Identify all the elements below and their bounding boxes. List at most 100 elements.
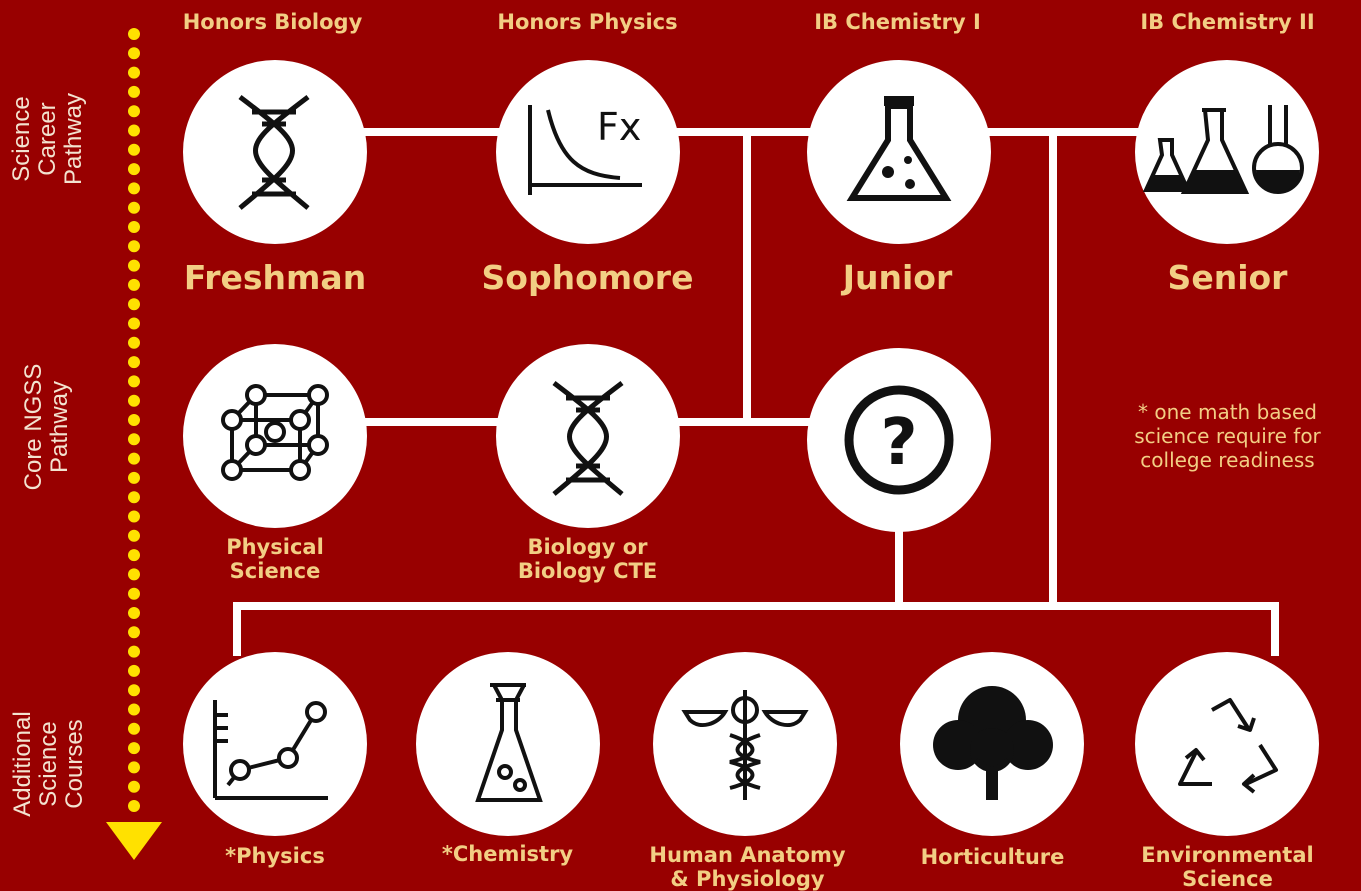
pathway-label-line: Career <box>34 102 61 176</box>
pathway-label-line: Science <box>8 96 35 182</box>
biology-circle <box>496 344 680 528</box>
timeline-dot <box>128 394 140 407</box>
flask-icon <box>846 96 952 201</box>
timeline-dot <box>128 607 140 619</box>
additional-environmental-label: Environmental Science <box>1110 843 1345 891</box>
timeline-dot <box>128 742 140 755</box>
year-sophomore: Sophomore <box>481 258 694 297</box>
chemistry-circle <box>416 652 600 836</box>
label-line: Environmental <box>1141 843 1314 867</box>
timeline-dot <box>128 124 140 137</box>
senior-circle <box>1135 60 1319 244</box>
year-freshman: Freshman <box>183 258 367 297</box>
timeline-dot <box>128 356 140 369</box>
timeline-dot <box>128 433 140 446</box>
label-line: Science <box>229 559 321 583</box>
label-line: Science <box>1182 867 1273 891</box>
label-line: Human Anatomy <box>649 843 846 867</box>
timeline-dot <box>128 47 140 60</box>
timeline-dot <box>128 85 140 98</box>
biology-label: Biology or Biology CTE <box>480 535 695 583</box>
science-career-pathway-label: Science Career Pathway <box>8 74 87 204</box>
label-line: *Physics <box>225 844 325 868</box>
note-line: science require for <box>1134 424 1321 448</box>
timeline-dot <box>128 66 140 79</box>
timeline-dot <box>128 510 140 523</box>
timeline-dot <box>128 317 140 330</box>
timeline-dot <box>128 568 140 581</box>
course-honors-biology: Honors Biology <box>182 10 363 34</box>
timeline-dot <box>128 529 140 542</box>
pathway-label-line: Core NGSS <box>20 363 47 491</box>
environmental-circle <box>1135 652 1319 836</box>
timeline-arrowhead <box>106 822 162 860</box>
question-mark-icon: ? <box>844 385 954 495</box>
timeline-dot <box>128 414 140 426</box>
physical-science-circle <box>183 344 367 528</box>
timeline-dot <box>128 163 140 176</box>
caduceus-icon <box>681 690 809 800</box>
timeline-dot <box>128 645 140 658</box>
pathway-label-line: Courses <box>61 719 88 809</box>
freshman-circle <box>183 60 367 244</box>
junior-circle <box>807 60 991 244</box>
connector-lines <box>233 128 1279 656</box>
timeline-dots <box>128 28 140 812</box>
timeline-dot <box>128 201 140 214</box>
pathway-label-line: Pathway <box>46 380 73 474</box>
timeline-dot <box>128 684 140 697</box>
core-ngss-pathway-label: Core NGSS Pathway <box>20 357 73 497</box>
label-line: & Physiology <box>670 867 825 891</box>
course-ib-chemistry-2: IB Chemistry II <box>1140 10 1315 34</box>
timeline-dot <box>128 28 140 40</box>
dna-icon <box>238 95 310 210</box>
timeline-dot <box>128 800 140 812</box>
recycle-icon <box>1178 698 1278 794</box>
timeline-dot <box>128 780 140 793</box>
timeline-dot <box>128 722 140 735</box>
year-senior: Senior <box>1167 258 1288 297</box>
label-line: Physical <box>226 535 324 559</box>
additional-science-courses-label: Additional Science Courses <box>9 699 88 829</box>
anatomy-circle <box>653 652 837 836</box>
line-graph-icon <box>213 700 328 800</box>
math-requirement-note: * one math based science require for col… <box>1100 400 1355 472</box>
horticulture-circle <box>900 652 1084 836</box>
timeline-dot <box>128 240 140 253</box>
timeline-dot <box>128 298 140 311</box>
question-asterisk: * <box>955 388 970 421</box>
course-ib-chemistry-1: IB Chemistry I <box>814 10 981 34</box>
label-line: *Chemistry <box>441 842 574 866</box>
sophomore-circle: Fx <box>496 60 680 244</box>
timeline-dot <box>128 221 140 233</box>
note-line: * one math based <box>1138 400 1317 424</box>
label-line: Horticulture <box>920 845 1065 869</box>
timeline-dot <box>128 549 140 562</box>
timeline-dot <box>128 278 140 291</box>
additional-physics-label: *Physics <box>180 844 370 868</box>
timeline-dot <box>128 491 140 504</box>
timeline-dot <box>128 761 140 774</box>
tree-icon <box>933 686 1053 800</box>
timeline-dot <box>128 471 140 484</box>
timeline-dot <box>128 143 140 156</box>
question-circle: ? <box>807 348 991 532</box>
timeline-dot <box>128 259 140 272</box>
additional-chemistry-label: *Chemistry <box>410 842 605 866</box>
graph-fx-icon <box>528 105 642 195</box>
note-line: college readiness <box>1140 448 1315 472</box>
beaker-icon <box>475 683 543 802</box>
molecule-cube-icon <box>221 384 329 481</box>
pathway-label-line: Pathway <box>60 92 87 186</box>
additional-horticulture-label: Horticulture <box>895 845 1090 869</box>
timeline-dot <box>128 375 140 388</box>
course-honors-physics: Honors Physics <box>497 10 678 34</box>
timeline-dot <box>128 105 140 118</box>
physical-science-label: Physical Science <box>185 535 365 583</box>
physics-circle <box>183 652 367 836</box>
pathway-label-line: Additional <box>9 711 36 817</box>
pathway-label-line: Science <box>35 721 62 807</box>
svg-text:?: ? <box>880 406 917 480</box>
timeline-dot <box>128 626 140 639</box>
